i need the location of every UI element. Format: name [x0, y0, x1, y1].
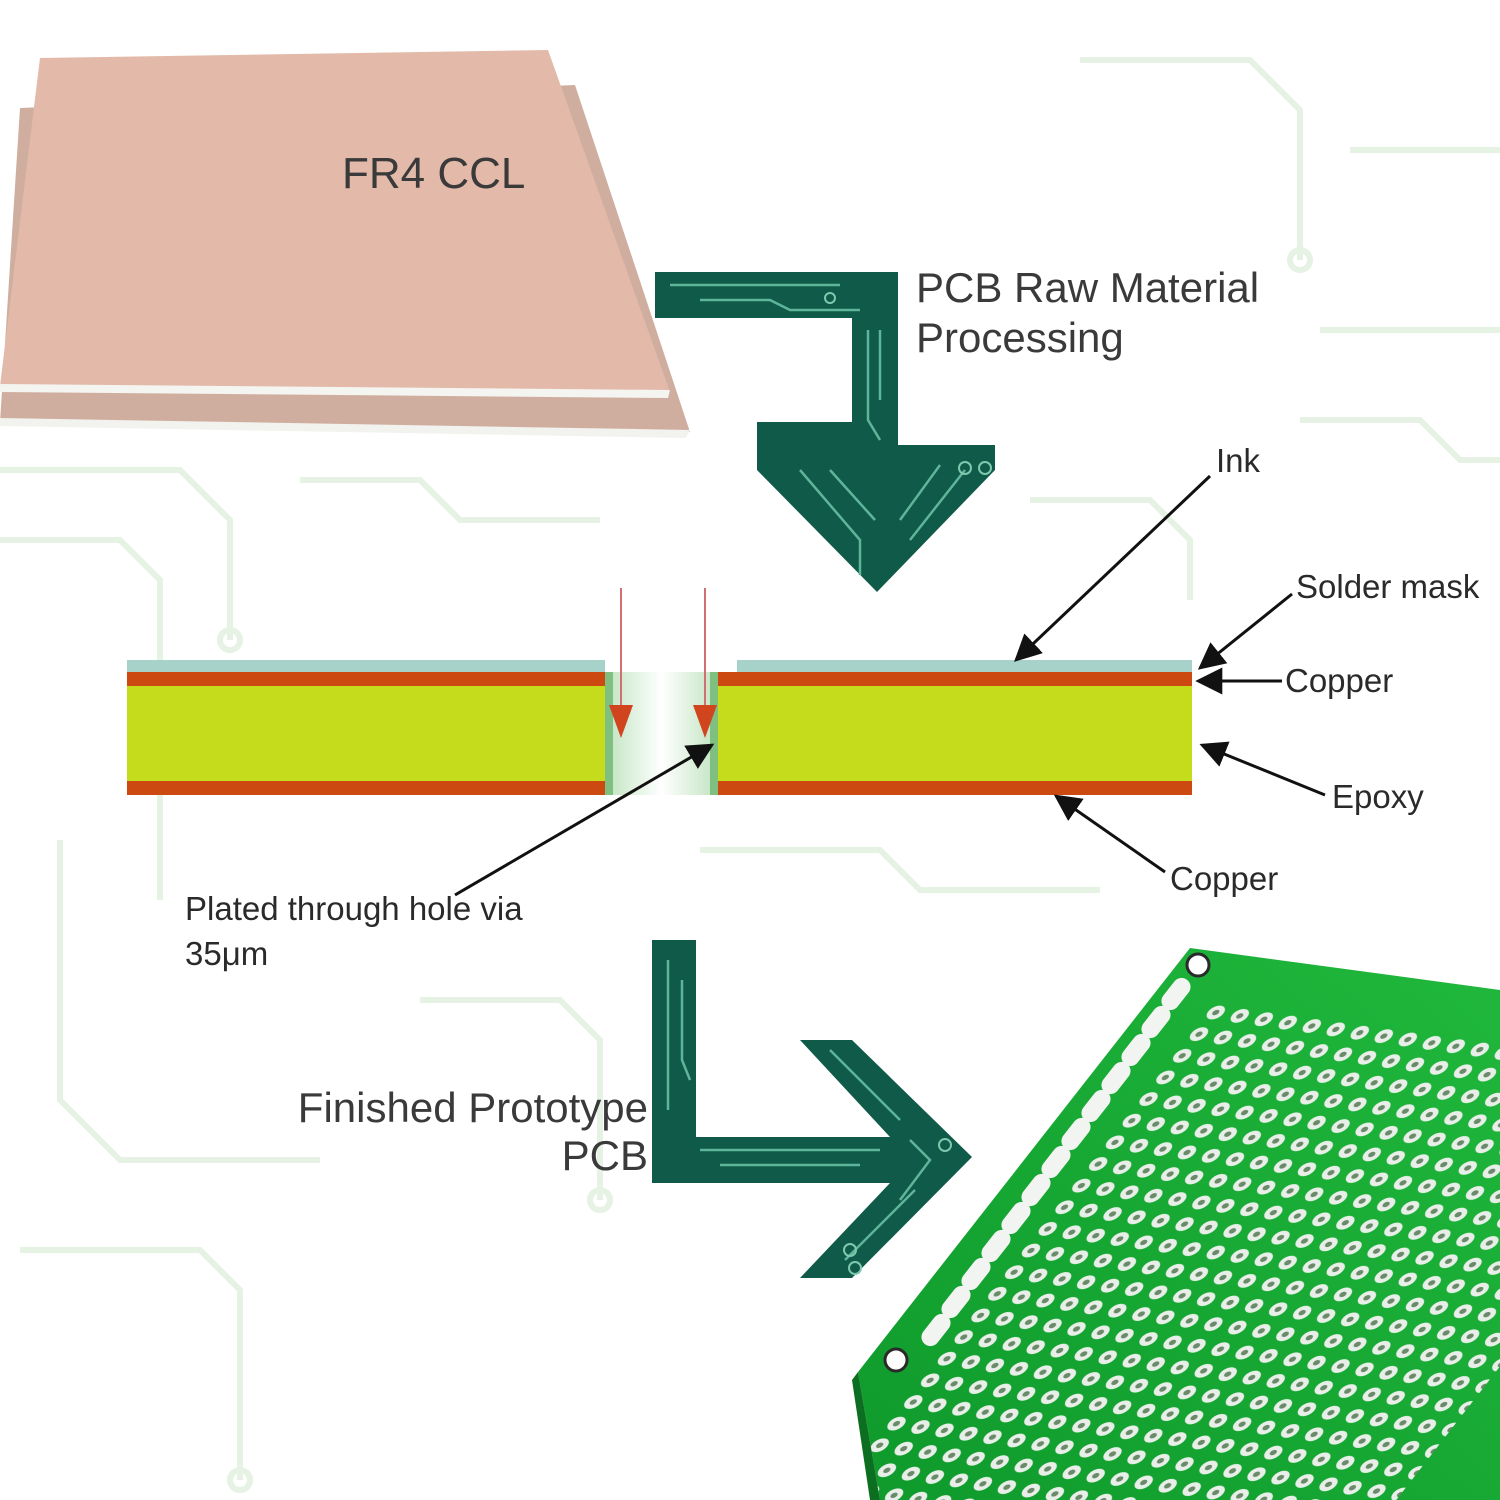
finish-arrow-icon: [652, 940, 972, 1278]
copper-top-label: Copper: [1285, 662, 1393, 699]
mounting-hole-left: [883, 1347, 909, 1373]
pcb-cross-section: [127, 588, 1192, 795]
fr4-ccl-label: FR4 CCL: [342, 149, 525, 198]
solder-mask-layer-left: [127, 660, 605, 672]
epoxy-right: [718, 686, 1192, 781]
ccl-top-sheet: [0, 50, 670, 392]
step1-title-line2: Processing: [916, 314, 1124, 361]
copper-top-left: [127, 672, 605, 686]
epoxy-left: [127, 686, 605, 781]
copper-bottom-label: Copper: [1170, 860, 1278, 897]
via-label-line2: 35μm: [185, 935, 268, 972]
step1-title-line1: PCB Raw Material: [916, 264, 1259, 311]
processing-arrow-icon: [655, 272, 995, 592]
mounting-hole-top: [1185, 952, 1211, 978]
ink-label: Ink: [1216, 442, 1261, 479]
via-label-line1: Plated through hole via: [185, 890, 523, 927]
background-traces: [0, 57, 1500, 1493]
copper-bottom-right: [718, 781, 1192, 795]
step2-title-line2: PCB: [562, 1132, 648, 1179]
solder-mask-label: Solder mask: [1296, 568, 1480, 605]
pcb-hole-grid: [858, 995, 1500, 1500]
fr4-ccl-sheets: FR4 CCL: [0, 50, 690, 438]
step2-title-line1: Finished Prototype: [298, 1084, 648, 1131]
solder-mask-layer-right: [737, 660, 1192, 672]
copper-top-right: [718, 672, 1192, 686]
copper-bottom-left: [127, 781, 605, 795]
pcb-edge-pads: [921, 977, 1191, 1347]
leader-arrows: [454, 474, 1326, 897]
prototype-pcb-board: [852, 948, 1500, 1500]
epoxy-label: Epoxy: [1332, 778, 1424, 815]
